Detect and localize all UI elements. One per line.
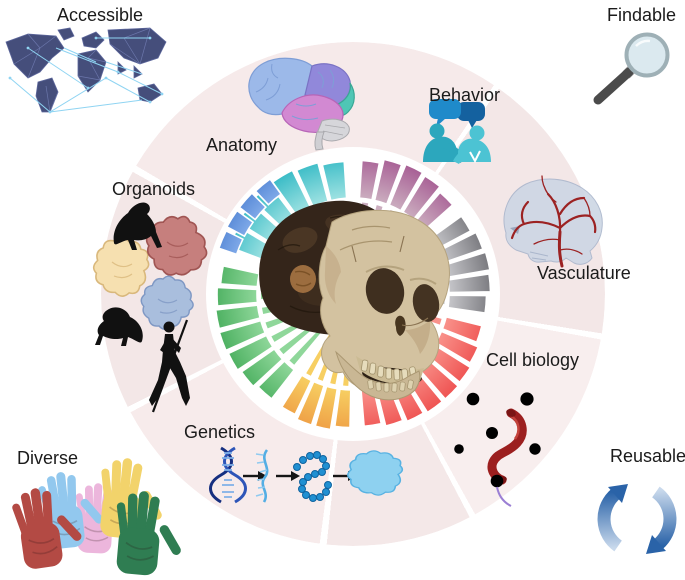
organoids-wedge — [240, 347, 284, 388]
accent-band-wedge — [238, 191, 268, 221]
organoids-icon — [87, 206, 216, 338]
recycle-arrows-icon — [597, 484, 677, 554]
accent-band-wedge — [217, 229, 244, 256]
label-vasculature: Vasculature — [537, 263, 631, 283]
primate-silhouettes — [95, 202, 190, 413]
label-findable: Findable — [607, 5, 677, 25]
organoids-wedge — [214, 304, 262, 330]
organoids-wedge — [216, 286, 259, 307]
dna-icon — [209, 446, 247, 504]
label-cell-biology: Cell biology — [486, 350, 580, 370]
vasculature-skull-icon — [503, 175, 603, 268]
accent-band-wedge — [254, 177, 283, 206]
behavior-wedge — [373, 158, 403, 206]
neurons-icon: .nA path{stroke:#a88fd6}.nA circle{fill:… — [443, 375, 554, 507]
protein-icon — [343, 447, 408, 499]
brain-icon — [248, 57, 355, 151]
blood-vessel — [487, 408, 527, 485]
label-anatomy: Anatomy — [206, 135, 278, 155]
label-reusable: Reusable — [610, 446, 685, 466]
chimpanzee-icon — [113, 202, 162, 250]
organoids-wedge — [227, 334, 274, 372]
behavior-wedge — [388, 163, 424, 212]
behavior-people-icon — [423, 99, 491, 164]
behavior-wedge — [358, 159, 381, 201]
label-organoids: Organoids — [112, 179, 196, 199]
world-map-network-icon — [5, 27, 167, 114]
peptide-chain-icon — [293, 451, 332, 502]
anatomy-wedge — [321, 160, 348, 202]
gorilla-icon — [95, 307, 143, 346]
magnifier-icon — [593, 32, 670, 105]
organoids-wedge — [218, 319, 267, 352]
vasculature-wedge — [447, 294, 488, 314]
genetics-pathway-icon — [209, 446, 408, 504]
rna-icon — [255, 449, 269, 503]
genetics-wedge — [295, 380, 326, 427]
label-diverse: Diverse — [17, 448, 79, 468]
genetics-wedge — [333, 388, 352, 429]
cell-biology-wedge — [441, 315, 483, 344]
label-genetics: Genetics — [184, 422, 256, 442]
accent-band-wedge — [225, 209, 255, 238]
diverse-hands-icon — [8, 454, 189, 580]
fossil-skull-illustration — [259, 200, 450, 401]
label-accessible: Accessible — [57, 5, 144, 25]
walking-human-icon — [149, 319, 190, 413]
label-behavior: Behavior — [429, 85, 501, 105]
organoids-wedge — [256, 359, 296, 401]
genetics-wedge — [314, 385, 339, 431]
genetics-wedge — [280, 374, 313, 416]
arrow-icon — [276, 471, 300, 481]
